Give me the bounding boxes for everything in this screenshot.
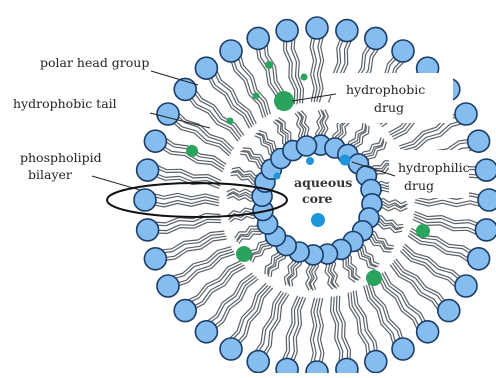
hydrophobic-drug-callout-box — [331, 73, 453, 123]
outer-polar-head — [276, 20, 298, 42]
outer-polar-head — [157, 103, 179, 125]
inner-polar-head — [297, 136, 317, 156]
outer-polar-head — [195, 57, 217, 79]
hydrophilic-drug-particle — [274, 173, 281, 180]
hydrophobic-drug-particle — [227, 118, 234, 125]
outer-polar-head — [276, 358, 298, 373]
outer-polar-head — [455, 103, 477, 125]
outer-polar-head — [475, 219, 496, 241]
polar-head-leader — [151, 71, 198, 85]
outer-polar-head — [438, 300, 460, 322]
outer-polar-head — [468, 248, 490, 270]
aqueous-core-label-line2: core — [302, 191, 333, 206]
outer-polar-head — [468, 130, 490, 152]
hydrophilic-drug-particle — [306, 157, 314, 165]
outer-polar-head — [336, 358, 358, 373]
outer-polar-head — [365, 351, 387, 373]
outer-polar-head — [195, 321, 217, 343]
outer-polar-head — [220, 40, 242, 62]
hydrophobic-drug-particle — [253, 93, 260, 100]
outer-lipid-tail — [312, 33, 323, 102]
outer-polar-head — [174, 300, 196, 322]
hydrophilic-drug-label-line1: hydrophilic — [398, 160, 470, 175]
phospholipid-label: phospholipid — [20, 150, 102, 165]
polar-head-group-label: polar head group — [40, 55, 149, 70]
hydrophobic-drug-particle — [366, 270, 382, 286]
outer-polar-head — [144, 130, 166, 152]
hydrophobic-tail-label: hydrophobic tail — [13, 96, 117, 111]
hydrophobic-drug-particle — [186, 145, 198, 157]
outer-polar-head — [306, 361, 328, 373]
outer-polar-head — [478, 189, 496, 211]
outer-polar-head — [306, 17, 328, 39]
outer-polar-head — [144, 248, 166, 270]
outer-polar-head — [455, 275, 477, 297]
outer-polar-head — [220, 338, 242, 360]
outer-polar-head — [157, 275, 179, 297]
outer-polar-head — [247, 351, 269, 373]
hydrophobic-drug-particle — [301, 74, 308, 81]
aqueous-core-label-line1: aqueous — [294, 175, 352, 190]
hydrophilic-drug-particle — [340, 155, 351, 166]
hydrophobic-drug-particle — [274, 91, 294, 111]
outer-polar-head — [137, 219, 159, 241]
outer-polar-head — [134, 189, 156, 211]
hydrophilic-drug-particle — [311, 213, 325, 227]
outer-polar-head — [247, 27, 269, 49]
outer-lipid-tail — [150, 194, 219, 205]
bilayer-label: bilayer — [28, 167, 72, 182]
outer-polar-head — [137, 159, 159, 181]
outer-lipid-tail — [311, 298, 322, 367]
hydrophilic-drug-label-line2: drug — [404, 178, 434, 193]
hydrophobic-drug-label-line2: drug — [374, 100, 404, 115]
outer-polar-head — [417, 321, 439, 343]
outer-polar-head — [336, 20, 358, 42]
hydrophobic-drug-label-line1: hydrophobic — [346, 82, 425, 97]
outer-lipid-tail — [282, 296, 304, 365]
hydrophobic-drug-particle — [236, 246, 252, 262]
outer-polar-head — [475, 159, 496, 181]
hydrophobic-drug-particle — [265, 61, 273, 69]
outer-polar-head — [392, 338, 414, 360]
outer-polar-head — [392, 40, 414, 62]
hydrophobic-drug-particle — [416, 224, 430, 238]
outer-polar-head — [365, 27, 387, 49]
outer-lipid-tail — [332, 296, 349, 366]
